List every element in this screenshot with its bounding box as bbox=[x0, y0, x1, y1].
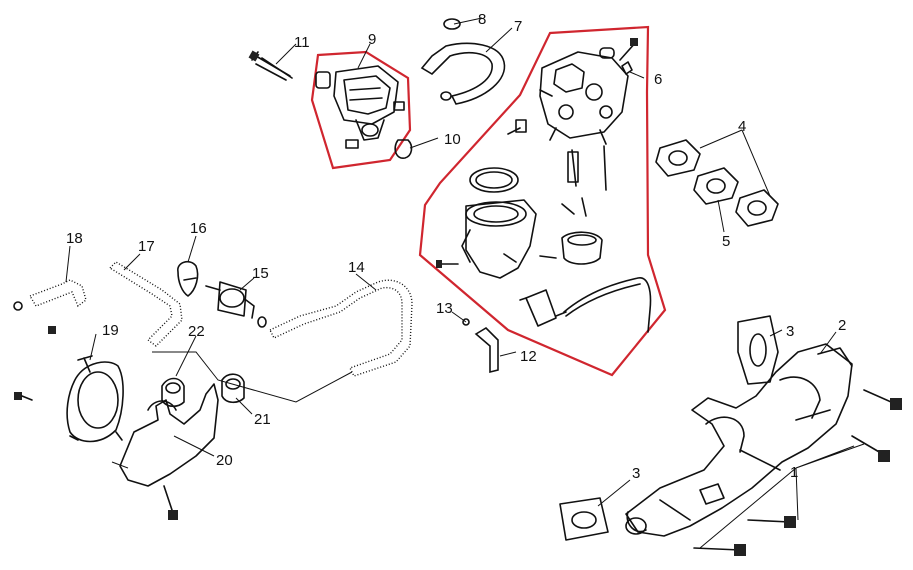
highlight-outline-part-9 bbox=[310, 50, 412, 170]
callout-11: 11 bbox=[294, 34, 310, 51]
highlight-outline-carburetor bbox=[418, 25, 667, 377]
callout-10: 10 bbox=[444, 131, 461, 148]
clip-part-13 bbox=[462, 318, 470, 326]
gasket-part-4-upper bbox=[655, 139, 701, 177]
callout-8: 8 bbox=[478, 11, 486, 28]
gasket-part-4-lower bbox=[735, 189, 779, 227]
callout-20: 20 bbox=[216, 452, 233, 469]
callout-18: 18 bbox=[66, 230, 83, 247]
callout-9: 9 bbox=[368, 31, 376, 48]
leader-lines bbox=[65, 17, 865, 549]
callout-15: 15 bbox=[252, 265, 269, 282]
gasket-part-3-upper bbox=[737, 315, 779, 385]
gasket-part-3-lower bbox=[559, 497, 609, 541]
callout-17: 17 bbox=[138, 238, 155, 255]
clip-part-8 bbox=[440, 18, 461, 101]
callout-7: 7 bbox=[514, 18, 522, 35]
callout-2: 2 bbox=[838, 317, 846, 334]
callout-21: 21 bbox=[254, 411, 271, 428]
callout-22: 22 bbox=[188, 323, 205, 340]
inlet-adaptor-part bbox=[315, 65, 405, 149]
callout-14: 14 bbox=[348, 259, 365, 276]
fuel-filter-part-15 bbox=[205, 281, 267, 328]
insulator-part-5 bbox=[693, 167, 739, 205]
callout-5: 5 bbox=[722, 233, 730, 250]
fuel-pump-part-19 bbox=[14, 326, 124, 443]
exhaust-manifold-part-2 bbox=[625, 343, 853, 537]
callout-6: 6 bbox=[654, 71, 662, 88]
callout-labels: 1 2 3 3 4 5 6 7 8 9 10 11 12 13 14 15 16… bbox=[66, 11, 846, 482]
callout-1: 1 bbox=[790, 464, 798, 481]
carburetor-assembly bbox=[436, 38, 652, 333]
gasket-part-10 bbox=[394, 139, 413, 159]
callout-13: 13 bbox=[436, 300, 453, 317]
fuel-hose-part-17 bbox=[108, 261, 183, 347]
fuel-hose-part-18 bbox=[13, 279, 87, 311]
hose-part-12 bbox=[474, 326, 499, 374]
callout-3-lower: 3 bbox=[632, 465, 640, 482]
grommet-part-22 bbox=[161, 377, 185, 408]
fuel-hose-part-14 bbox=[269, 279, 413, 377]
callout-16: 16 bbox=[190, 220, 207, 237]
grommet-part-21 bbox=[221, 373, 245, 404]
clip-part-16 bbox=[177, 260, 199, 297]
breather-hose-part-7 bbox=[420, 42, 506, 105]
callout-12: 12 bbox=[520, 348, 537, 365]
stud-bolts-part-1 bbox=[693, 389, 902, 556]
callout-19: 19 bbox=[102, 322, 119, 339]
callout-3-upper: 3 bbox=[786, 323, 794, 340]
callout-4: 4 bbox=[738, 118, 746, 135]
bolt-part-11 bbox=[248, 50, 293, 81]
